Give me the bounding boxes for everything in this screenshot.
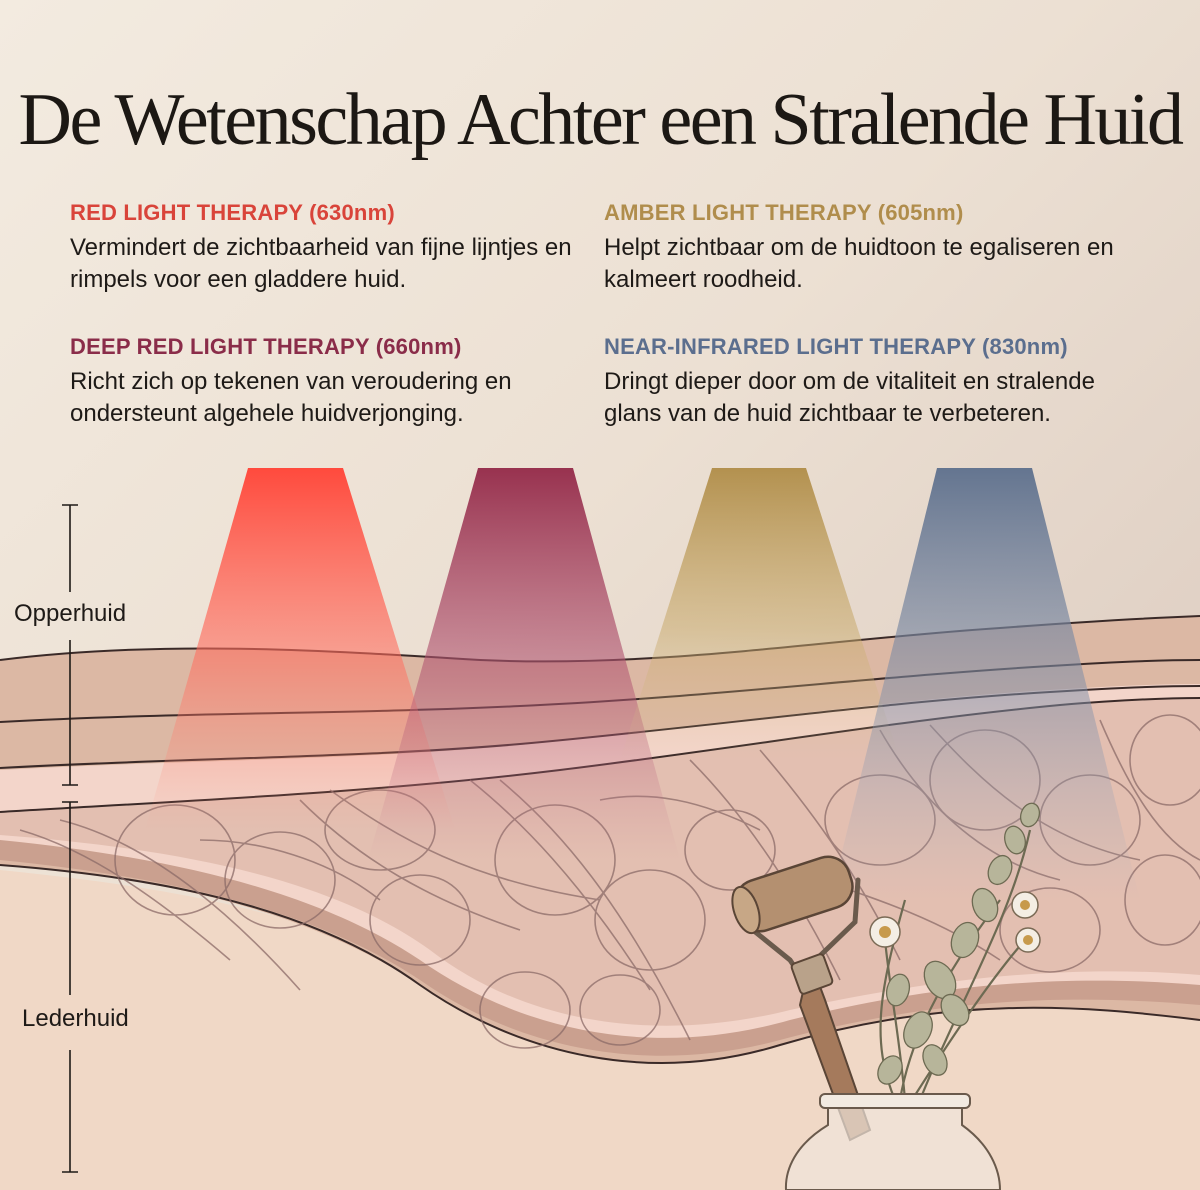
- beam-red: [145, 468, 455, 830]
- dermis-label: Lederhuid: [22, 1005, 129, 1032]
- leaves: [877, 802, 1041, 1085]
- therapy-heading: DEEP RED LIGHT THERAPY (660nm): [70, 334, 462, 359]
- therapy-description: Helpt zichtbaar om de huidtoon te egalis…: [604, 234, 1114, 293]
- therapy-amber: AMBER LIGHT THERAPY (605nm) Helpt zichtb…: [604, 200, 1144, 296]
- beam-deep-red: [368, 468, 680, 860]
- therapy-heading: AMBER LIGHT THERAPY (605nm): [604, 200, 964, 225]
- therapy-description: Richt zich op tekenen van veroudering en…: [70, 368, 512, 427]
- therapy-heading: NEAR-INFRARED LIGHT THERAPY (830nm): [604, 334, 1068, 359]
- dermis-bracket: [62, 801, 78, 1173]
- therapy-description: Vermindert de zichtbaarheid van fijne li…: [70, 234, 572, 293]
- therapy-near-infrared: NEAR-INFRARED LIGHT THERAPY (830nm) Drin…: [604, 334, 1144, 430]
- epidermis-label: Opperhuid: [14, 600, 127, 627]
- daisy-flowers: [869, 891, 1041, 953]
- page-title: De Wetenschap Achter een Stralende Huid: [18, 79, 1185, 161]
- therapy-deep-red: DEEP RED LIGHT THERAPY (660nm) Richt zic…: [70, 334, 610, 430]
- glass-vase: [784, 1093, 1002, 1190]
- therapy-description: Dringt dieper door om de vitaliteit en s…: [604, 368, 1095, 427]
- therapy-red: RED LIGHT THERAPY (630nm) Vermindert de …: [70, 200, 610, 296]
- layer-brackets: [62, 504, 78, 1173]
- epidermis-bracket: [62, 504, 78, 786]
- beam-near-infrared: [830, 468, 1140, 900]
- therapy-heading: RED LIGHT THERAPY (630nm): [70, 200, 395, 225]
- light-beams: [145, 468, 1140, 900]
- beam-amber: [620, 468, 900, 760]
